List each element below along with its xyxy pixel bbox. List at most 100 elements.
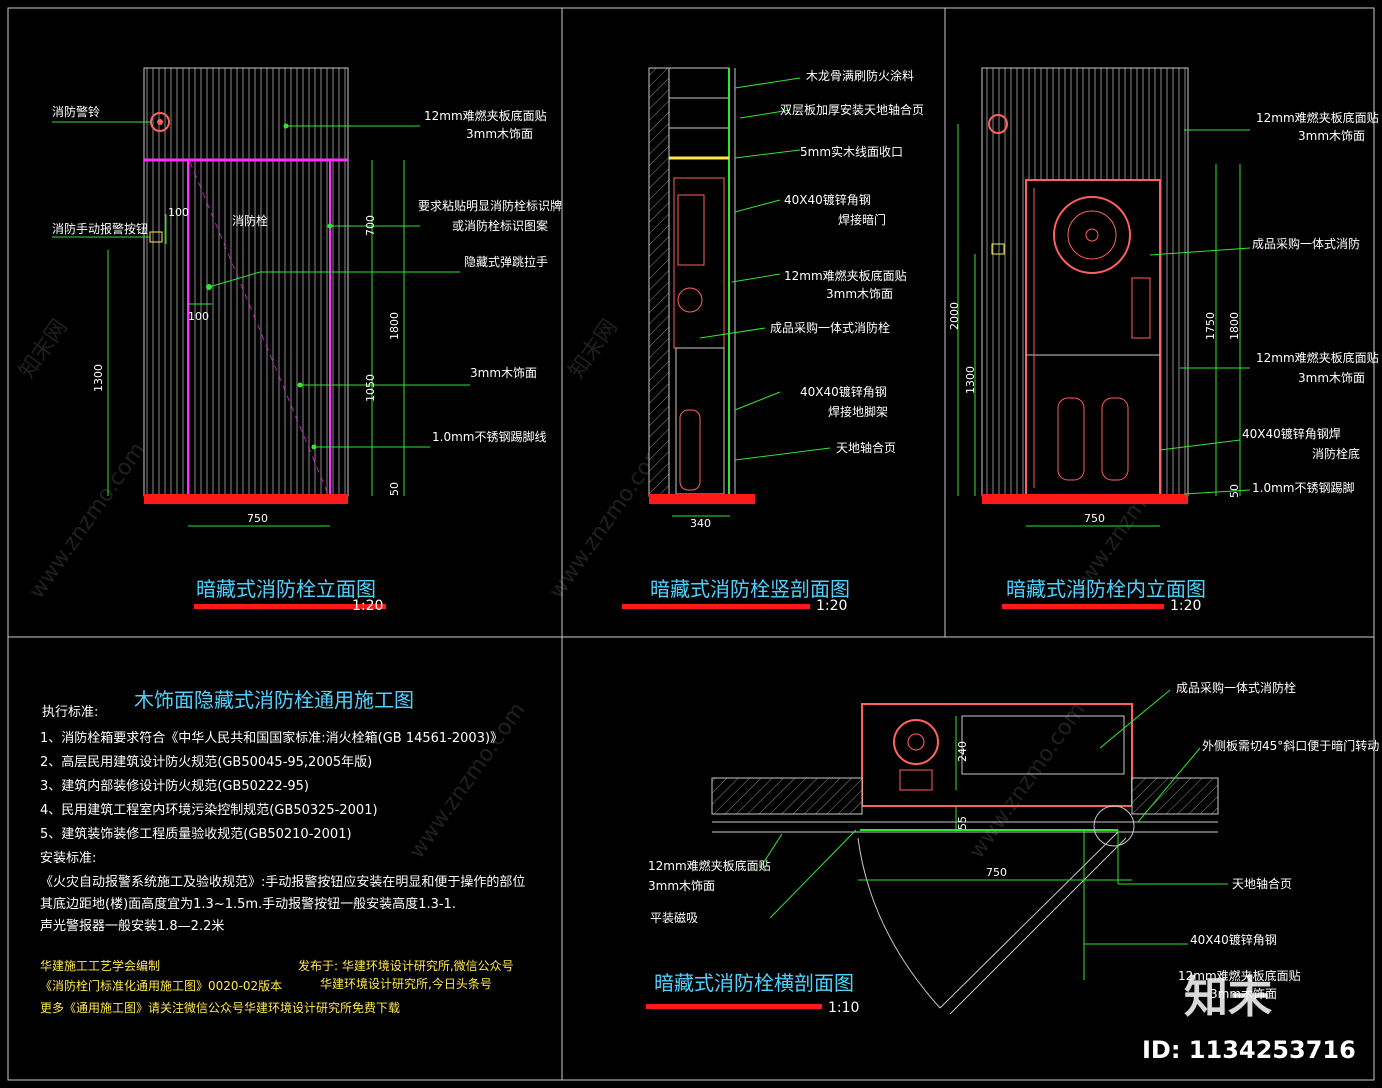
section-label-7a: 40X40镀锌角钢 — [800, 385, 887, 399]
notes-std-3: 3、建筑内部装修设计防火规范(GB50222-95) — [40, 778, 309, 794]
watermark-brand-1: 知末网 — [14, 315, 72, 383]
plan-wall-left — [711, 777, 863, 815]
interior-label-4b: 消防栓底 — [1312, 446, 1360, 461]
notes-std-4: 4、民用建筑工程室内环境污染控制规范(GB50325-2001) — [40, 802, 378, 818]
notes-footer-5: 更多《通用施工图》请关注微信公众号华建环境设计研究所免费下载 — [40, 1000, 400, 1015]
label-alarm-bell: 消防警铃 — [52, 104, 100, 119]
label-sign-1: 要求粘贴明显消防栓标识牌 — [418, 198, 562, 213]
section-label-1: 木龙骨满刷防火涂料 — [806, 68, 914, 83]
interior-label-5: 1.0mm不锈钢踢脚 — [1252, 480, 1354, 495]
interior-view-scale: 1:20 — [1170, 598, 1201, 614]
notes-std-2: 2、高层民用建筑设计防火规范(GB50045-95,2005年版) — [40, 754, 372, 770]
watermark-site-1: www.znzmo.com — [24, 438, 150, 603]
front-wall-panel — [143, 67, 349, 497]
notes-block: 木饰面隐藏式消防栓通用施工图 执行标准: 1、消防栓箱要求符合《中华人民共和国国… — [40, 688, 525, 1015]
sheet-frame — [7, 7, 1375, 1081]
plan-label-3b: 3mm木饰面 — [648, 879, 715, 893]
plan-label-2: 外侧板需切45°斜口便于暗门转动 — [1202, 738, 1379, 753]
section-label-4a: 40X40镀锌角钢 — [784, 193, 871, 207]
front-elevation: 消防栓 100 100 1300 700 1800 105 — [52, 67, 562, 614]
plan-hydrant-box — [861, 703, 1133, 807]
extinguisher-2-icon — [1101, 397, 1129, 481]
plan-section: 240 55 750 成品采购一体式消防栓 外侧板需切45°斜口便于暗门转动 1… — [646, 680, 1379, 1016]
plan-dim-750: 750 — [986, 866, 1007, 879]
plan-view-scale: 1:10 — [828, 1000, 859, 1016]
section-label-3: 5mm实木线面收口 — [800, 144, 903, 159]
section-view-scale: 1:20 — [816, 598, 847, 614]
hose-reel-icon — [1053, 196, 1131, 274]
plan-label-7b: 3mm木饰面 — [1210, 987, 1277, 1001]
notes-std-1: 1、消防栓箱要求符合《中华人民共和国国家标准:消火栓箱(GB 14561-200… — [40, 730, 503, 746]
front-dim-1800: 1800 — [388, 312, 401, 340]
label-manual-alarm: 消防手动报警按钮 — [52, 221, 148, 236]
interior-label-4a: 40X40镀锌角钢焊 — [1242, 426, 1341, 441]
front-skirting — [144, 494, 348, 504]
section-wall — [648, 67, 670, 497]
notes-install-3: 声光警报器一般安装1.8—2.2米 — [40, 918, 224, 934]
plan-label-3a: 12mm难燃夹板底面贴 — [648, 858, 771, 873]
front-dim-50: 50 — [388, 482, 401, 496]
section-hydrant-box — [673, 177, 725, 349]
plan-dim-240: 240 — [956, 741, 969, 762]
interior-dim-1800: 1800 — [1228, 312, 1241, 340]
interior-label-1a: 12mm难燃夹板底面贴 — [1256, 110, 1379, 125]
notes-footer-2: 发布于: 华建环境设计研究所,微信公众号 — [298, 958, 514, 973]
notes-footer-1: 华建施工工艺学会编制 — [40, 958, 160, 973]
section-view-title: 暗藏式消防栓竖剖面图 — [650, 577, 850, 601]
watermark-site-4: www.znzmo.com — [404, 698, 530, 863]
watermark-brand-2: 知末网 — [564, 315, 622, 383]
interior-view-title: 暗藏式消防栓内立面图 — [1006, 577, 1206, 601]
label-wood-face: 3mm木饰面 — [470, 366, 537, 380]
plan-view-title: 暗藏式消防栓横剖面图 — [654, 971, 854, 995]
section-label-8: 天地轴合页 — [836, 440, 896, 455]
section-label-5a: 12mm难燃夹板底面贴 — [784, 268, 907, 283]
brand-logo: 知末 — [1184, 972, 1272, 1023]
section-label-4b: 焊接暗门 — [838, 212, 886, 227]
plan-dim-55: 55 — [956, 816, 969, 830]
front-dim-1300: 1300 — [92, 364, 105, 392]
section-label-2: 双层板加厚安装天地轴合页 — [780, 102, 924, 117]
notes-footer-4: 华建环境设计研究所,今日头条号 — [320, 976, 492, 991]
watermark-site-5: www.znzmo.com — [964, 698, 1090, 863]
front-dim-700: 700 — [364, 215, 377, 236]
plan-wall-right — [1131, 777, 1219, 815]
plan-label-6: 40X40镀锌角钢 — [1190, 933, 1277, 947]
interior-dim-1300: 1300 — [964, 366, 977, 394]
interior-label-3b: 3mm木饰面 — [1298, 371, 1365, 385]
label-panel-2: 3mm木饰面 — [466, 127, 533, 141]
front-dim-100b: 100 — [188, 310, 209, 323]
interior-dim-750: 750 — [1084, 512, 1105, 525]
interior-dim-50: 50 — [1228, 484, 1241, 498]
label-hidden-handle: 隐藏式弹跳拉手 — [464, 254, 548, 269]
notes-install-1: 《火灾自动报警系统施工及验收规范》:手动报警按钮应安装在明显和便于操作的部位 — [40, 874, 525, 890]
front-view-scale: 1:20 — [352, 598, 383, 614]
section-label-5b: 3mm木饰面 — [826, 287, 893, 301]
notes-install-2: 其底边距地(楼)面高度宜为1.3~1.5m.手动报警按钮一般安装高度1.3-1. — [40, 896, 456, 912]
hydrant-text: 消防栓 — [232, 213, 268, 228]
front-view-title: 暗藏式消防栓立面图 — [196, 577, 376, 601]
front-dim-1050: 1050 — [364, 374, 377, 402]
plan-label-5: 天地轴合页 — [1232, 876, 1292, 891]
interior-label-1b: 3mm木饰面 — [1298, 129, 1365, 143]
notes-heading: 木饰面隐藏式消防栓通用施工图 — [134, 688, 414, 712]
notes-footer-3: 《消防栓门标准化通用施工图》0020-02版本 — [40, 978, 282, 993]
section-label-7b: 焊接地脚架 — [828, 404, 888, 419]
image-id: ID: 1134253716 — [1142, 1036, 1356, 1064]
section-dim-340: 340 — [690, 517, 711, 530]
interior-elevation: 2000 1300 1750 1800 50 750 12mm难燃夹板底面贴 3… — [948, 67, 1379, 614]
section-label-6: 成品采购一体式消防栓 — [770, 320, 890, 335]
extinguisher-1-icon — [1057, 397, 1085, 481]
notes-exec-std: 执行标准: — [42, 705, 98, 720]
front-dim-750: 750 — [247, 512, 268, 525]
interior-label-3a: 12mm难燃夹板底面贴 — [1256, 350, 1379, 365]
interior-label-2: 成品采购一体式消防 — [1252, 236, 1360, 251]
interior-dim-1750: 1750 — [1204, 312, 1217, 340]
plan-label-4: 平装磁吸 — [650, 910, 698, 925]
plan-label-7a: 12mm难燃夹板底面贴 — [1178, 968, 1301, 983]
label-sign-2: 或消防栓标识图案 — [452, 218, 548, 233]
vertical-section: 木龙骨满刷防火涂料 双层板加厚安装天地轴合页 5mm实木线面收口 40X40镀锌… — [622, 67, 924, 614]
notes-install-std: 安装标准: — [40, 851, 96, 866]
section-extinguisher-icon — [679, 409, 701, 491]
plan-hinge-detail-icon — [1093, 805, 1135, 847]
